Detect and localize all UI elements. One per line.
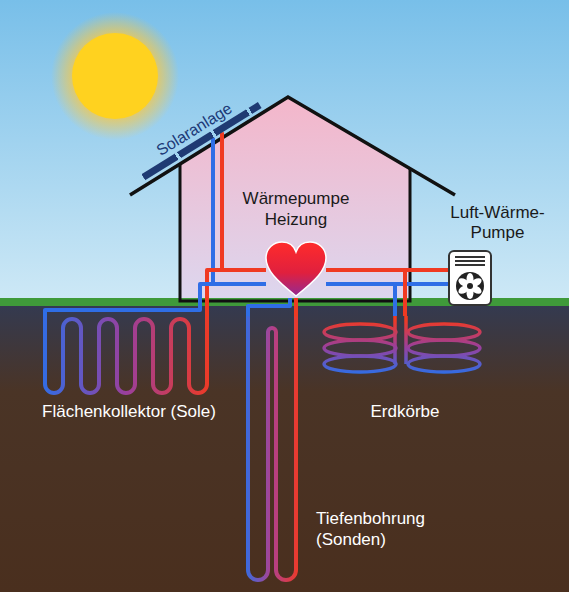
heat-pump-heart: Wärmepumpe Heizung <box>266 242 326 298</box>
pipe-pair <box>45 270 266 318</box>
pipe <box>213 138 266 284</box>
pipe <box>207 270 266 318</box>
air-heat-pump-unit: Luft-Wärme-Pumpe <box>448 250 492 306</box>
ground <box>0 305 569 592</box>
pipe-pair <box>213 132 266 284</box>
heat-pump-heart-drawing <box>266 242 326 298</box>
panel-label: Solaranlage <box>131 86 257 173</box>
flat-collector-drawing <box>40 318 218 394</box>
pipe <box>294 298 298 318</box>
pipe-pair <box>326 270 405 316</box>
solar-panel: Solaranlage <box>131 86 261 180</box>
air-pump-label: Luft-Wärme-Pumpe <box>440 203 555 243</box>
sun <box>72 33 158 119</box>
borehole-probes-drawing <box>238 318 310 586</box>
borehole-probes: Tiefenbohrung (Sonden) <box>238 318 310 586</box>
baskets-label: Erdkörbe <box>322 402 488 422</box>
pipe <box>45 284 266 318</box>
pipe-pair <box>326 270 448 284</box>
pipe <box>326 270 405 316</box>
pipe <box>326 284 395 316</box>
ground-baskets: Erdkörbe <box>322 316 488 380</box>
flat-collector: Flächenkollektor (Sole) <box>40 318 218 394</box>
sun-glow <box>51 12 179 140</box>
collector-label: Flächenkollektor (Sole) <box>24 402 234 422</box>
air-heat-pump-unit-drawing <box>448 250 492 306</box>
heat-pump-label: Wärmepumpe Heizung <box>226 188 366 230</box>
pipe-pair <box>248 298 296 318</box>
sky <box>0 0 569 306</box>
borehole-label: Tiefenbohrung (Sonden) <box>316 508 444 550</box>
ground-baskets-drawing <box>322 316 488 380</box>
pipe <box>248 298 290 318</box>
